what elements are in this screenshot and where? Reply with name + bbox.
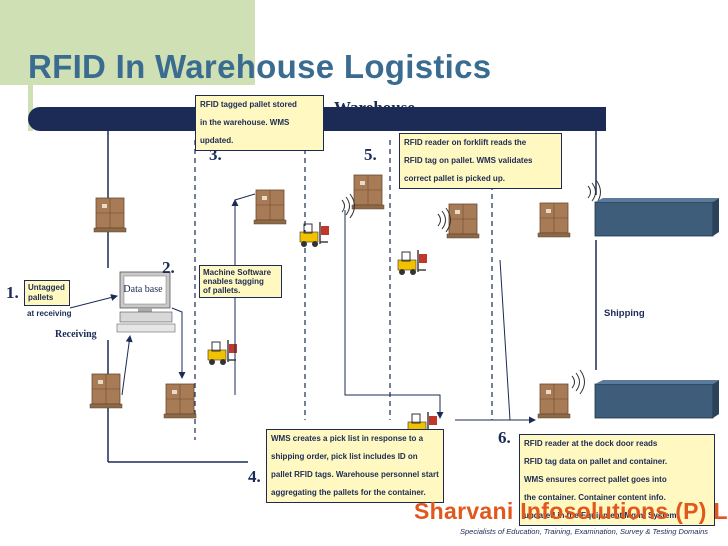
callout-text: the container. Container content info. (524, 493, 666, 502)
logo-tagline: Specialists of Education, Training, Exam… (460, 527, 709, 536)
callout-text: pallet RFID tags. Warehouse personnel st… (271, 470, 439, 479)
warehouse-label: Warehouse (334, 98, 415, 117)
title-accent-strip (28, 85, 33, 131)
callout-pick-list: WMS creates a pick list in response to a… (266, 429, 444, 503)
step-5-number: 5. (364, 145, 377, 164)
callout-text: correct pallet is picked up. (404, 174, 505, 183)
callout-text: RFID tag data on pallet and container. (524, 457, 668, 466)
title-background (0, 0, 255, 85)
step-2-number: 2. (162, 258, 175, 277)
callout-text: RFID tag on pallet. WMS validates (404, 156, 533, 165)
callout-machine-software: Machine Software enables tagging of pall… (199, 265, 282, 298)
callout-text: updated in the Equipment Mgmt System (524, 511, 677, 520)
callout-text: WMS ensures correct pallet goes into (524, 475, 667, 484)
shipping-label: Shipping (604, 308, 645, 319)
receiving-note: at receiving (27, 309, 72, 318)
step-4-number: 4. (248, 467, 261, 486)
callout-text: Untagged (28, 283, 65, 292)
callout-text: WMS creates a pick list in response to a (271, 434, 424, 443)
callout-text: enables tagging (203, 277, 264, 286)
callout-text: in the warehouse. WMS (200, 118, 290, 127)
callout-text: shipping order, pick list includes ID on (271, 452, 418, 461)
callout-untagged-pallets: Untagged pallets (24, 280, 70, 306)
callout-text: pallets (28, 293, 54, 302)
callout-text: aggregating the pallets for the containe… (271, 488, 426, 497)
page-title: RFID In Warehouse Logistics (28, 48, 492, 85)
logo-name: Sharvani Infosolutions (P) Ltd. (414, 498, 728, 524)
callout-dock-door-reader: RFID reader at the dock door reads RFID … (519, 434, 715, 526)
callout-forklift-reader: RFID reader on forklift reads the RFID t… (399, 133, 562, 189)
callout-tagged-pallet-stored: RFID tagged pallet stored in the warehou… (195, 95, 324, 151)
step-6-number: 6. (498, 428, 511, 447)
callout-text: RFID tagged pallet stored (200, 100, 297, 109)
callout-text: of pallets. (203, 286, 241, 295)
step-1-number: 1. (6, 283, 19, 302)
receiving-label: Receiving (55, 329, 97, 340)
callout-text: Machine Software (203, 268, 272, 277)
company-logo: Sharvani Infosolutions (P) Ltd. Speciali… (412, 498, 728, 546)
callout-text: RFID reader on forklift reads the (404, 138, 527, 147)
callout-text: updated. (200, 136, 234, 145)
callout-text: RFID reader at the dock door reads (524, 439, 658, 448)
database-label: Data base (123, 284, 163, 295)
